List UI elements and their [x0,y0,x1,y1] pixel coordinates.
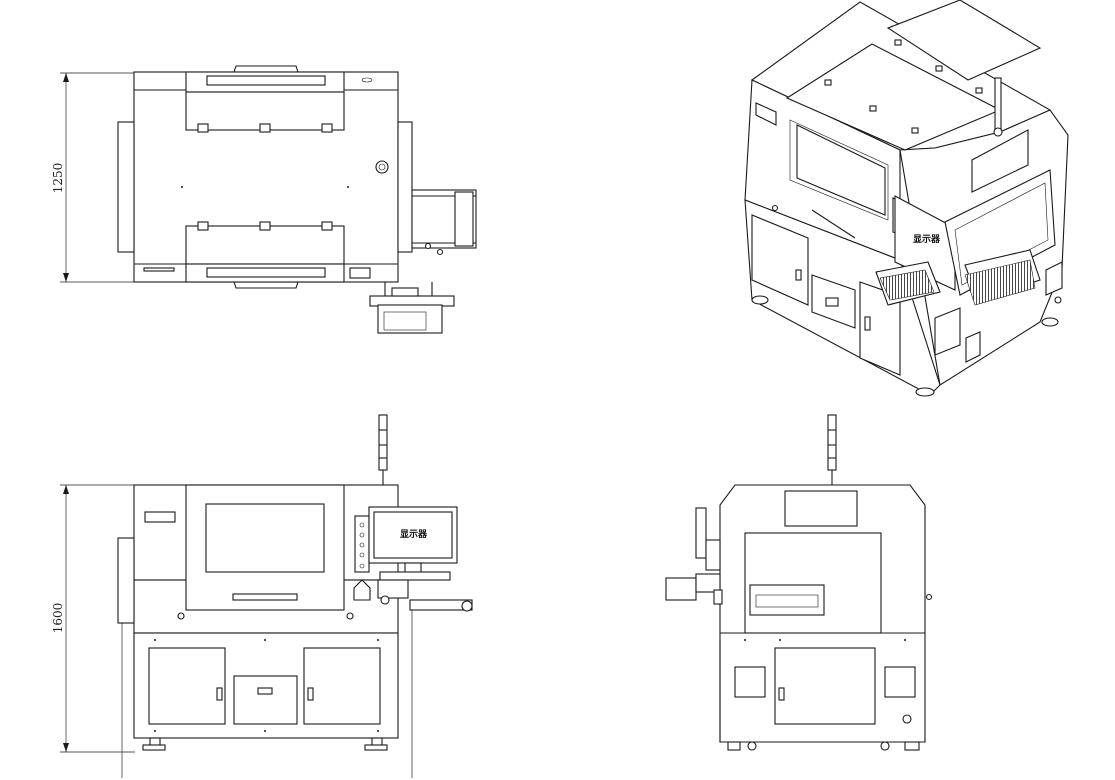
front-monitor-label: 显示器 [400,529,428,540]
isometric-view: 显示器 [744,0,1069,397]
side-view [665,414,933,751]
iso-monitor-label: 显示器 [913,234,941,245]
top-view: 1250 [51,65,477,334]
front-view: 1600 显示器 [51,414,473,778]
top-view-knob-icon [375,160,389,174]
top-view-keyboard-tray [369,282,455,334]
height-dimension-label: 1600 [51,603,65,634]
depth-dimension: 1250 [51,72,135,283]
height-dimension: 1600 [51,484,135,753]
front-monitor: 显示器 [368,506,458,581]
top-view-body [117,65,413,289]
top-view-conveyor [411,189,477,256]
depth-dimension-label: 1250 [51,163,65,194]
